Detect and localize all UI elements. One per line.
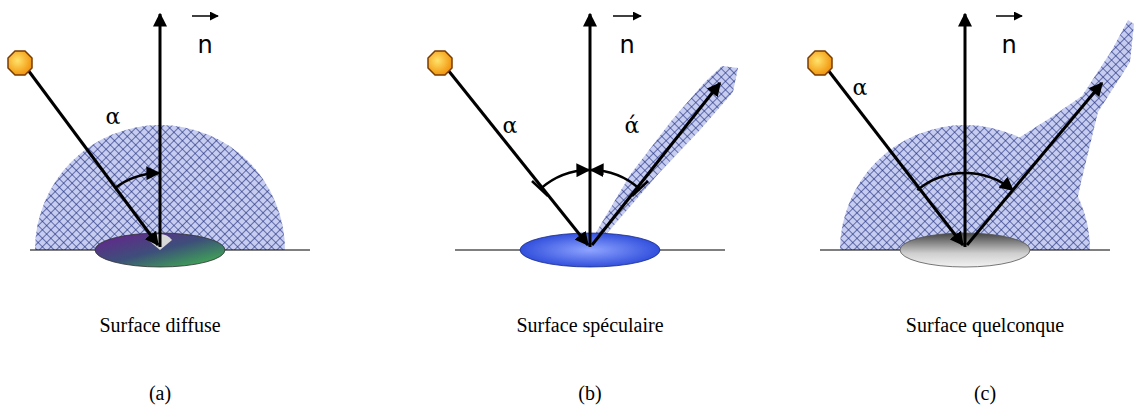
reflected-ray [592, 83, 720, 245]
angle-label: α [853, 76, 868, 100]
normal-label: n [619, 32, 634, 58]
panel-letter: (c) [974, 382, 996, 404]
general-panel [808, 14, 1134, 267]
normal-label: n [1001, 32, 1016, 58]
incident-ray [28, 70, 158, 245]
diffuse-panel [8, 14, 310, 267]
vector-arrow [192, 15, 218, 17]
angle-tick [532, 181, 548, 196]
panel-caption: Surface diffuse [99, 314, 220, 336]
reflection-arc [591, 170, 639, 188]
panel-caption: Surface quelconque [906, 314, 1064, 336]
angle-tick [632, 181, 648, 196]
specular-lobe [588, 66, 738, 246]
angle-label: ά [625, 114, 640, 138]
light-source [428, 51, 452, 75]
normal-label: n [197, 32, 212, 58]
angle-label: α [503, 114, 518, 138]
normal-arrow [589, 14, 592, 247]
normal-arrow [159, 14, 162, 247]
specular-lobe [1000, 20, 1134, 205]
reflected-ray [967, 83, 1102, 245]
vector-arrow [996, 15, 1022, 17]
light-source [8, 51, 32, 75]
vector-arrow [613, 15, 641, 17]
angle-arc [115, 173, 159, 188]
angle-arc [917, 173, 1013, 190]
incident-ray [448, 70, 588, 245]
incident-ray [828, 70, 963, 245]
panel-letter: (b) [578, 382, 601, 404]
panel-letter: (a) [149, 382, 171, 404]
specular-panel [428, 14, 738, 267]
light-source [808, 51, 832, 75]
panel-caption: Surface spéculaire [516, 314, 663, 336]
incidence-arc [541, 170, 589, 188]
normal-arrow [964, 14, 967, 247]
angle-label: α [106, 105, 121, 129]
